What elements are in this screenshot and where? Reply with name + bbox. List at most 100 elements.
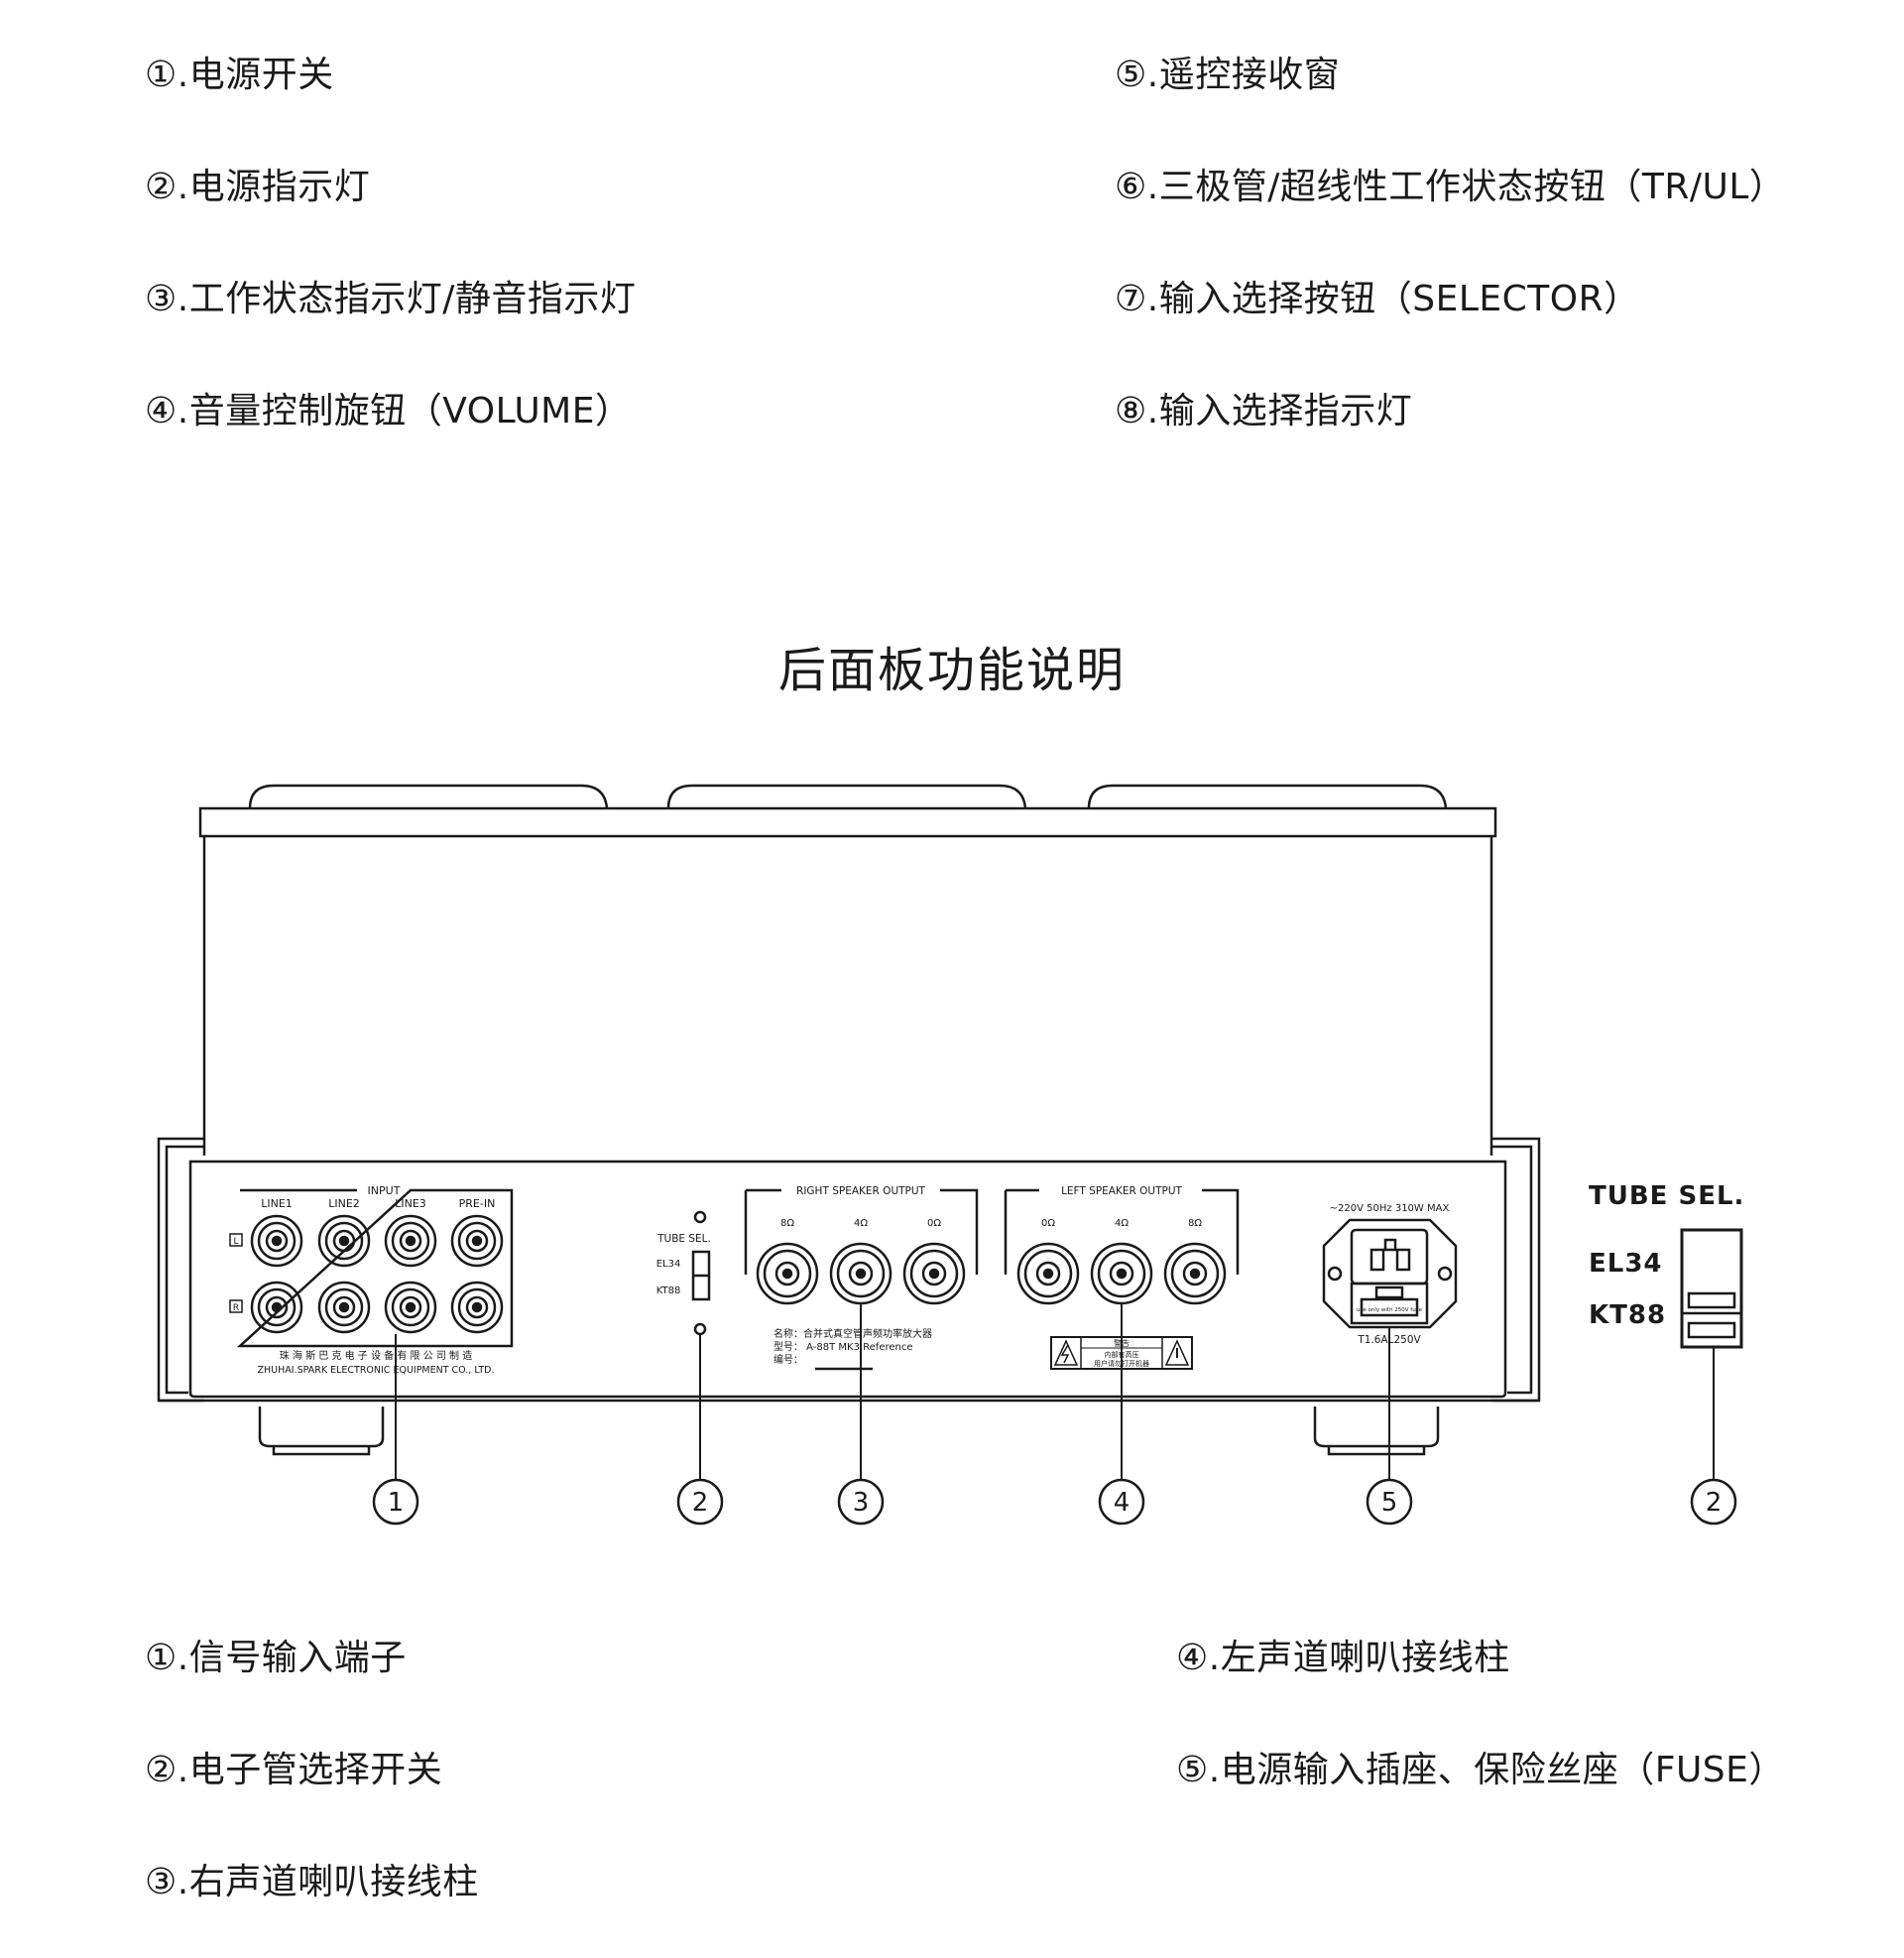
legend-text: 遥控接收窗 (1158, 55, 1341, 95)
callout-number-4: 4 (1114, 1488, 1130, 1518)
legend-text: 工作状态指示灯/静音指示灯 (188, 279, 637, 319)
zoom-tube-sel-label: TUBE SEL. (1589, 1181, 1744, 1211)
legend-text: 左声道喇叭接线柱 (1220, 1638, 1510, 1678)
rear-panel-title: 后面板功能说明 (777, 643, 1126, 698)
rca-jack (450, 1214, 504, 1268)
side-handle-right-inner (1491, 1145, 1533, 1395)
right-speaker-label: RIGHT SPEAKER OUTPUT (796, 1185, 926, 1197)
legend-text: 电子管选择开关 (188, 1750, 443, 1790)
callout-circle-1 (372, 1478, 419, 1526)
legend-text: 电源开关 (188, 55, 334, 95)
input-label-line3: LINE3 (395, 1197, 426, 1210)
foot-right (1313, 1407, 1440, 1448)
transformer-cover-right (1087, 784, 1448, 809)
binding-post (1090, 1242, 1153, 1305)
callout-circle-4 (1098, 1478, 1145, 1526)
front-legend-item-3: ③.工作状态指示灯/静音指示灯 (145, 279, 637, 319)
front-legend-item-6: ⑥.三极管/超线性工作状态按钮（TR/UL） (1115, 167, 1786, 207)
foot-left (258, 1407, 385, 1448)
tube-sel-el34: EL34 (656, 1259, 681, 1270)
rca-jack (250, 1214, 303, 1268)
left-tap-0: 0Ω (1041, 1218, 1055, 1229)
rca-jack (317, 1214, 371, 1268)
lightning-warning-icon (1053, 1339, 1079, 1366)
legend-number: ① (145, 1638, 178, 1678)
legend-number: ① (145, 55, 178, 95)
legend-text: 信号输入端子 (188, 1638, 407, 1678)
right-tap-8: 8Ω (780, 1218, 794, 1229)
callout-number-1: 1 (388, 1488, 405, 1518)
rear-legend-item-1: ①.信号输入端子 (145, 1638, 407, 1678)
power-rating: ~220V 50Hz 310W MAX (1330, 1203, 1450, 1214)
fuse-note: use only with 250V fuse (1357, 1307, 1423, 1313)
warning-line1: 内部有高压 (1105, 1350, 1139, 1359)
speaker-binding-posts-left (1016, 1242, 1227, 1305)
nameplate-name: 名称：合并式真空管声频功率放大器 (774, 1327, 932, 1340)
input-label-pre-in: PRE-IN (459, 1197, 496, 1210)
rca-jack (384, 1281, 437, 1334)
fuse-drawer (1350, 1282, 1429, 1325)
legend-number: ⑥ (1115, 167, 1147, 207)
legend-text: 音量控制旋钮（VOLUME） (188, 391, 632, 431)
channel-r-box (229, 1299, 243, 1313)
rear-panel-plate (188, 1160, 1507, 1399)
rear-legend-item-4: ④.左声道喇叭接线柱 (1176, 1638, 1510, 1678)
front-legend-item-5: ⑤.遥控接收窗 (1115, 55, 1341, 95)
binding-post (829, 1242, 892, 1305)
maker-chinese: 珠 海 斯 巴 克 电 子 设 备 有 限 公 司 制 造 (280, 1349, 473, 1362)
legend-number: ⑤ (1176, 1750, 1209, 1790)
callout-circle-6 (1690, 1478, 1737, 1526)
tube-sel-label: TUBE SEL. (656, 1233, 711, 1245)
power-inlet-flange (1322, 1218, 1458, 1329)
inlet-screw-left (1327, 1266, 1343, 1282)
callout-number-2: 2 (692, 1488, 709, 1518)
maker-english: ZHUHAI.SPARK ELECTRONIC EQUIPMENT CO., L… (258, 1365, 495, 1376)
left-speaker-label: LEFT SPEAKER OUTPUT (1061, 1185, 1182, 1197)
exclamation-warning-icon (1164, 1339, 1190, 1366)
zoom-kt88-label: KT88 (1589, 1300, 1666, 1330)
rca-jacks (250, 1214, 504, 1334)
transformer-cover-middle (666, 784, 1027, 809)
nameplate-model: 型号： A-88T MK3 Reference (774, 1340, 913, 1353)
rca-jack (450, 1281, 504, 1334)
left-speaker-box (1004, 1188, 1240, 1275)
front-legend-item-1: ①.电源开关 (145, 55, 334, 95)
zoom-tube-switch (1680, 1228, 1743, 1349)
input-label-line2: LINE2 (328, 1197, 360, 1210)
legend-number: ④ (1176, 1638, 1209, 1678)
input-label-line1: LINE1 (261, 1197, 293, 1210)
rear-legend-item-3: ③.右声道喇叭接线柱 (145, 1862, 479, 1902)
top-lid (198, 806, 1497, 838)
callout-number-5: 5 (1381, 1488, 1398, 1518)
left-tap-4: 4Ω (1115, 1218, 1129, 1229)
legend-text: 输入选择按钮（SELECTOR） (1158, 279, 1640, 319)
legend-text: 三极管/超线性工作状态按钮（TR/UL） (1158, 167, 1786, 207)
channel-l-label: L (233, 1237, 238, 1247)
callout-number-3: 3 (853, 1488, 870, 1518)
callout-circle-2 (676, 1478, 724, 1526)
legend-number: ③ (145, 1862, 178, 1902)
front-legend-item-7: ⑦.输入选择按钮（SELECTOR） (1115, 279, 1640, 319)
front-legend-item-8: ⑧.输入选择指示灯 (1115, 391, 1413, 431)
iec-socket (1350, 1228, 1429, 1285)
binding-post (1016, 1242, 1080, 1305)
channel-r-label: R (233, 1303, 239, 1313)
zoom-el34-label: EL34 (1589, 1249, 1663, 1279)
legend-number: ⑤ (1115, 55, 1147, 95)
cover-body (202, 836, 1493, 1156)
legend-number: ⑦ (1115, 279, 1147, 319)
right-speaker-box (744, 1188, 979, 1275)
rear-legend-item-5: ⑤.电源输入插座、保险丝座（FUSE） (1176, 1750, 1785, 1790)
binding-post (756, 1242, 819, 1305)
input-group-box (236, 1188, 514, 1348)
legend-number: ④ (145, 391, 178, 431)
rca-jack (384, 1214, 437, 1268)
channel-l-box (229, 1233, 243, 1247)
legend-text: 右声道喇叭接线柱 (188, 1862, 479, 1902)
transformer-cover-left (248, 784, 609, 809)
tube-sel-top-screw (693, 1210, 707, 1224)
callout-number-6: 2 (1706, 1488, 1723, 1518)
side-handle-left-inner (165, 1145, 204, 1395)
input-group-label: INPUT (368, 1184, 401, 1197)
